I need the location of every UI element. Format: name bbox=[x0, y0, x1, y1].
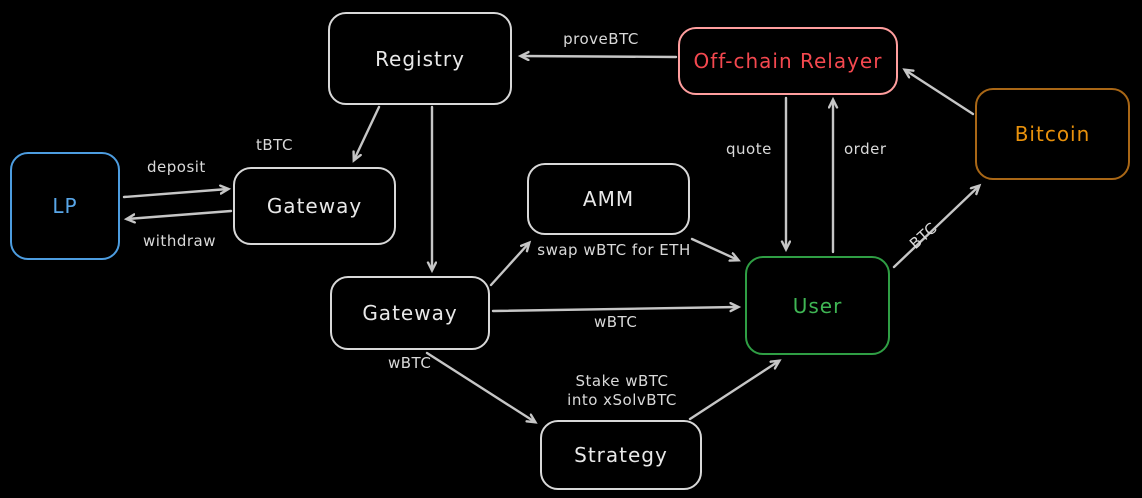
edge-label-stake-line1: Stake wBTC bbox=[575, 372, 669, 390]
node-user-label: User bbox=[792, 293, 843, 318]
node-registry-label: Registry bbox=[375, 46, 465, 71]
node-strategy-label: Strategy bbox=[574, 443, 668, 467]
edge-label-wbtc-to-strategy: wBTC bbox=[388, 354, 432, 372]
edge-label-swap-wbtc-for-eth: swap wBTC for ETH bbox=[537, 241, 691, 259]
arrow-lp-to-gateway-deposit bbox=[122, 189, 228, 199]
arrow-registry-to-gateway1 bbox=[354, 105, 381, 160]
node-lp-label: LP bbox=[52, 194, 78, 218]
arrow-strategy-to-user bbox=[688, 361, 779, 421]
node-amm-label: AMM bbox=[582, 187, 635, 211]
node-gateway-center: Gateway bbox=[330, 276, 490, 350]
node-user: User bbox=[745, 256, 890, 355]
node-gateway-top: Gateway bbox=[233, 167, 396, 245]
node-gateway-top-label: Gateway bbox=[266, 194, 363, 218]
edge-label-tbtc: tBTC bbox=[256, 136, 293, 154]
node-bitcoin: Bitcoin bbox=[975, 88, 1130, 180]
edge-label-deposit: deposit bbox=[147, 158, 206, 176]
arrow-gateway2-to-amm bbox=[489, 243, 529, 287]
edge-label-order: order bbox=[844, 140, 887, 158]
node-offchain-relayer-label: Off-chain Relayer bbox=[693, 49, 883, 73]
node-offchain-relayer: Off-chain Relayer bbox=[678, 27, 898, 95]
arrow-user-to-bitcoin-btc bbox=[892, 186, 979, 269]
edge-label-withdraw: withdraw bbox=[143, 232, 216, 250]
node-gateway-center-label: Gateway bbox=[362, 301, 458, 325]
edge-label-provebtc: proveBTC bbox=[563, 30, 639, 48]
node-lp: LP bbox=[10, 152, 120, 260]
edge-label-wbtc-to-user: wBTC bbox=[594, 313, 638, 331]
edge-label-stake-line2: into xSolvBTC bbox=[567, 390, 677, 409]
arrow-amm-to-user bbox=[690, 237, 738, 260]
edge-label-quote: quote bbox=[726, 140, 772, 158]
node-bitcoin-label: Bitcoin bbox=[1014, 122, 1091, 146]
node-registry: Registry bbox=[328, 12, 512, 105]
arrow-gateway-to-lp-withdraw bbox=[127, 209, 233, 219]
arrow-gateway2-to-user bbox=[491, 307, 738, 311]
arrow-bitcoin-to-relayer bbox=[905, 70, 975, 116]
edge-label-stake: Stake wBTC into xSolvBTC bbox=[560, 372, 684, 410]
arrow-relayer-to-registry bbox=[521, 56, 678, 57]
node-amm: AMM bbox=[527, 163, 690, 235]
node-strategy: Strategy bbox=[540, 420, 702, 490]
arrow-gateway2-to-strategy bbox=[425, 351, 535, 422]
